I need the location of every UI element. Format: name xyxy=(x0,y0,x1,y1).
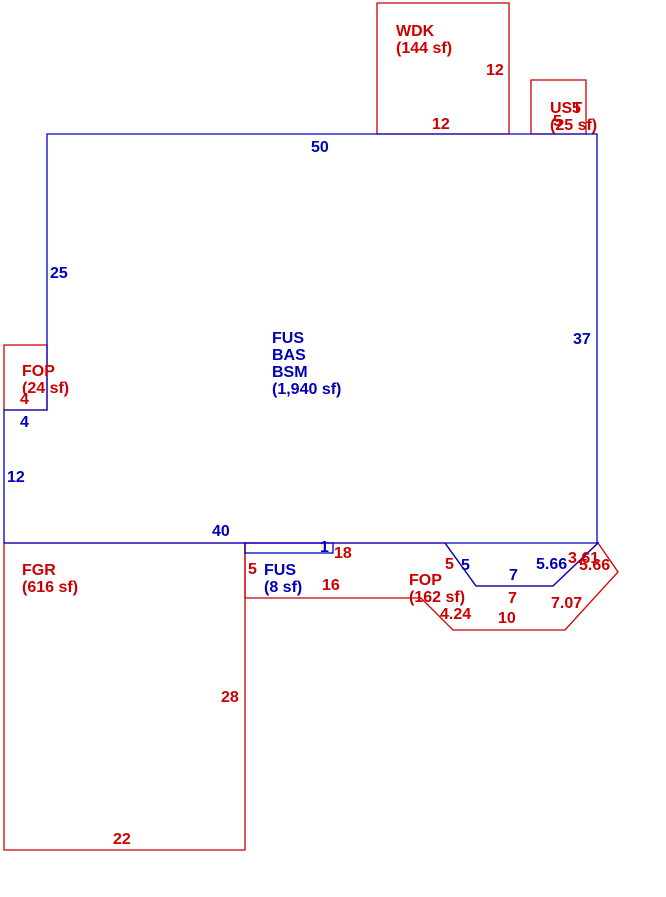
fus-small-code: FUS xyxy=(264,562,296,579)
dim-ust-b: 5 xyxy=(553,113,562,130)
dim-fgr-bottom: 22 xyxy=(113,831,131,848)
main-code-3: BSM xyxy=(272,364,308,381)
fus-small-area: (8 sf) xyxy=(264,579,302,596)
dim-main-right: 37 xyxy=(573,331,591,348)
dim-fop-right-e: 7 xyxy=(509,567,518,584)
main-area: (1,940 sf) xyxy=(272,381,341,398)
dim-fop-right-a: 18 xyxy=(334,545,352,562)
wdk-area: (144 sf) xyxy=(396,40,452,57)
fus-small-outline xyxy=(244,542,334,554)
main-outline xyxy=(3,133,600,587)
dim-fop-right-c: 5 xyxy=(445,556,454,573)
wdk-code: WDK xyxy=(396,23,435,40)
fop-left-code: FOP xyxy=(22,363,55,380)
fop-right-area: (162 sf) xyxy=(409,589,465,606)
dim-fop-right-g: 3.61 xyxy=(568,550,599,567)
dim-wdk-bottom: 12 xyxy=(432,116,450,133)
dim-fop-right-l: 7.07 xyxy=(551,595,582,612)
dim-fop-right-d: 5 xyxy=(461,557,470,574)
dim-fop-right-i: 7 xyxy=(508,590,517,607)
fop-left-area: (24 sf) xyxy=(22,380,69,397)
fgr-code: FGR xyxy=(22,562,56,579)
dim-fop-right-k: 10 xyxy=(498,610,516,627)
dim-main-left-lower: 12 xyxy=(7,469,25,486)
dim-ust-a: 5 xyxy=(572,100,581,117)
dim-fgr-right: 28 xyxy=(221,689,239,706)
ust-code: UST xyxy=(550,100,582,117)
dim-fop-right-f: 5.66 xyxy=(536,556,567,573)
fop-right-code: FOP xyxy=(409,572,442,589)
dim-fus-small-width: 1 xyxy=(320,539,329,556)
dim-main-top: 50 xyxy=(311,139,329,156)
dim-fop-left-side: 4 xyxy=(20,391,29,408)
ust-area: (25 sf) xyxy=(550,117,597,134)
dim-fus-small-height: 5 xyxy=(248,561,257,578)
dim-main-notch: 4 xyxy=(20,414,29,431)
dim-main-bottom: 40 xyxy=(212,523,230,540)
dim-fop-right-h: 5.66 xyxy=(579,557,610,574)
fgr-area: (616 sf) xyxy=(22,579,78,596)
dim-fop-right-j: 4.24 xyxy=(440,606,471,623)
main-code-2: BAS xyxy=(272,347,306,364)
main-code-1: FUS xyxy=(272,330,304,347)
dim-fop-right-b: 16 xyxy=(322,577,340,594)
dim-wdk-right: 12 xyxy=(486,62,504,79)
dim-main-left: 25 xyxy=(50,265,68,282)
